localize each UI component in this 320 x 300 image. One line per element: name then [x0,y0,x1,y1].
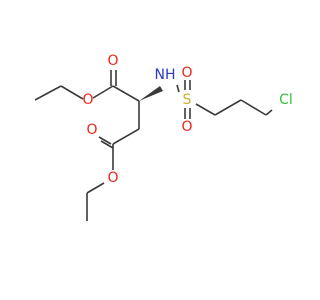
bond-ch2-ch2-cl [240,99,267,116]
wedge-bond-alpha-n [139,86,163,101]
bond-n-s [176,84,180,93]
atom-o-sulfonyl-bottom: O [181,119,192,135]
atom-o-ester1-ether: O [82,92,93,108]
atom-s: S [183,92,192,108]
molecule-structure: O O NH S O O Cl O O [34,53,293,221]
bond-ch2-ch2 [214,99,242,116]
bond-c-o-double-ester2-b [100,140,114,149]
bond-ch2-cl [265,109,273,116]
bonds [34,70,273,221]
bond-c-o-double-ester2-a [98,136,112,145]
bond-s-ch2 [195,103,216,116]
atom-o-ester2-ether: O [107,170,118,186]
bond-o-ch2-ester2 [86,182,105,194]
atom-o-ester1-carbonyl: O [107,53,118,69]
bond-o-c-ester1 [92,85,114,99]
atom-cl: Cl [279,92,293,108]
atom-o-ester2-carbonyl: O [86,122,97,138]
bond-ch3-ch2-ester1 [34,85,62,101]
atom-nh: NH [155,67,176,83]
bond-c-alpha [112,85,140,102]
bond-ch2-c-ester2 [112,128,140,145]
bond-ch2-o-ester1 [60,85,84,100]
atom-o-sulfonyl-top: O [181,65,192,81]
